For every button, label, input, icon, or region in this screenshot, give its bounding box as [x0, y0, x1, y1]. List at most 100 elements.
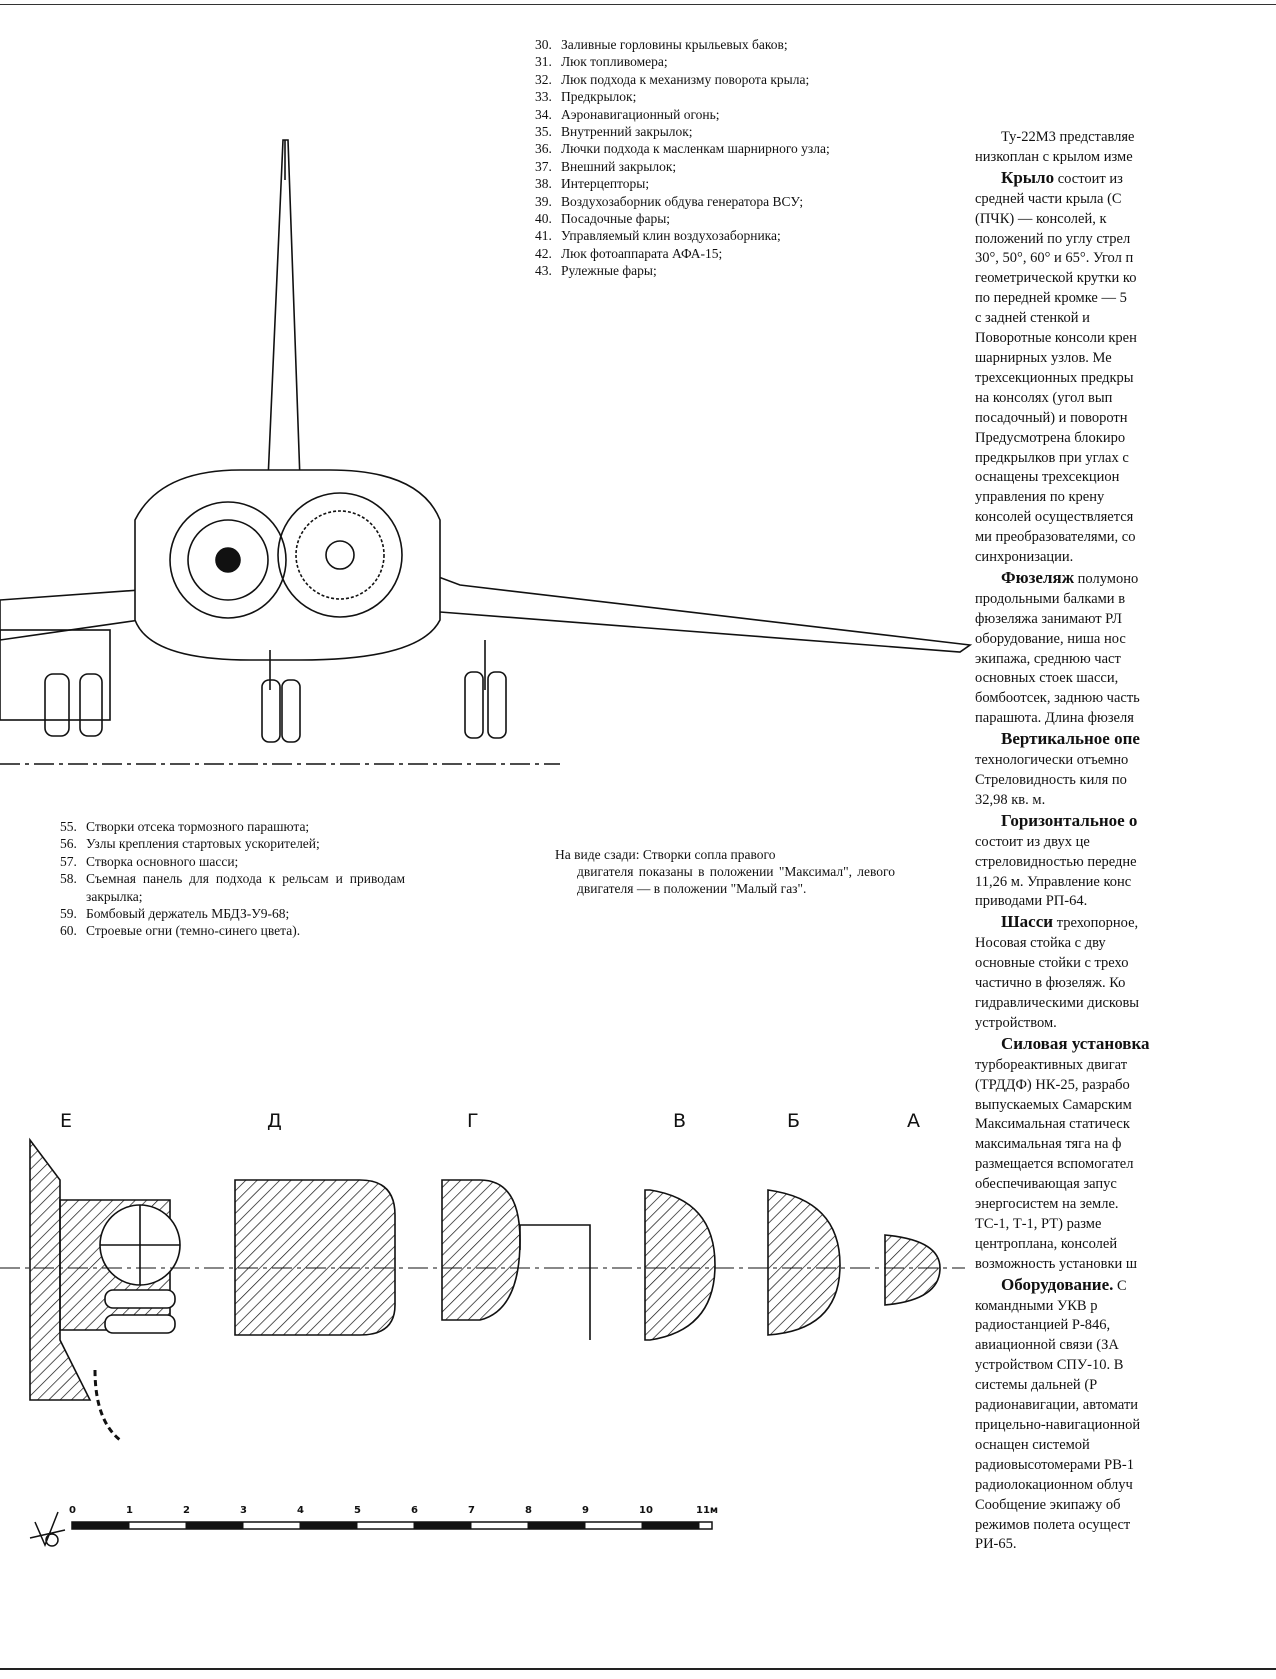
text-line: оснащены трехсекцион [975, 468, 1276, 488]
top-rule [0, 4, 1276, 5]
text-line: Предусмотрена блокиро [975, 429, 1276, 449]
text-line: выпускаемых Самарским [975, 1096, 1276, 1116]
text-line: РИ-65. [975, 1535, 1276, 1555]
item-number: 33. [535, 89, 552, 105]
text-line: положений по углу стрел [975, 230, 1276, 250]
text-line: консолей осуществляется [975, 508, 1276, 528]
line-text: устройством. [975, 1014, 1057, 1031]
text-line: радионавигации, автомати [975, 1396, 1276, 1416]
item-number: 31. [535, 54, 552, 70]
line-text: оснащены трехсекцион [975, 469, 1120, 486]
text-line: технологически отъемно [975, 751, 1276, 771]
line-text: трехопорное, [1053, 915, 1139, 932]
item-text: Посадочные фары; [561, 211, 671, 227]
item-text: Аэронавигационный огонь; [561, 106, 720, 122]
item-text: Интерцепторы; [561, 176, 650, 192]
text-line: Крыло состоит из [975, 168, 1276, 190]
item-number: 38. [535, 176, 552, 192]
line-text: трехсекционных предкры [975, 369, 1134, 386]
line-text: приводами РП-64. [975, 893, 1088, 910]
rear-view [0, 139, 973, 765]
scale-tick-label: 4 [297, 1505, 304, 1516]
text-line: трехсекционных предкры [975, 369, 1276, 389]
scale-tick-label: 11м [696, 1505, 719, 1516]
line-text: (ТРДДФ) НК-25, разрабо [975, 1076, 1130, 1093]
line-text: полумоно [1074, 570, 1139, 587]
text-line: энергосистем на земле. [975, 1195, 1276, 1215]
text-line: максимальная тяга на ф [975, 1135, 1276, 1155]
list-item: 39.Воздухозаборник обдува генератора ВСУ… [535, 193, 873, 210]
line-text: парашюта. Длина фюзеля [975, 710, 1134, 727]
text-line: Носовая стойка с дву [975, 934, 1276, 954]
scale-tick-label: 6 [411, 1505, 418, 1516]
item-number: 30. [535, 37, 552, 52]
line-text: 30°, 50°, 60° и 65°. Угол п [975, 250, 1134, 267]
line-text: системы дальней (Р [975, 1377, 1098, 1394]
line-text: радиолокационном облуч [975, 1476, 1133, 1493]
text-line: устройством. [975, 1014, 1276, 1034]
list-item: 58.Съемная панель для подхода к рельсам … [60, 870, 405, 905]
line-text: геометрической крутки ко [975, 270, 1137, 287]
line-text: радионавигации, автомати [975, 1397, 1139, 1414]
item-text: Съемная панель для подхода к рельсам и п… [86, 871, 405, 904]
line-text: Стреловидность киля по [975, 772, 1127, 788]
text-line: бомбоотсек, заднюю часть [975, 689, 1276, 709]
item-text: Лючки подхода к масленкам шарнирного узл… [561, 141, 830, 157]
text-line: состоит из двух це [975, 833, 1276, 853]
line-text: гидравлическими дисковы [975, 994, 1140, 1011]
list-item: 37.Внешний закрылок; [535, 158, 873, 175]
text-line: продольными балками в [975, 590, 1276, 610]
item-text: Рулежные фары; [561, 263, 657, 279]
section-label: А [907, 1110, 920, 1132]
item-number: 57. [60, 853, 77, 869]
callout-list-bottom: 55.Створки отсека тормозного парашюта;56… [60, 818, 405, 940]
line-text: оборудование, ниша нос [975, 630, 1126, 647]
text-line: основных стоек шасси, [975, 669, 1276, 689]
item-number: 59. [60, 906, 77, 922]
text-line: Поворотные консоли крен [975, 329, 1276, 349]
item-text: Предкрылок; [561, 89, 637, 105]
text-line: Вертикальное опе [975, 729, 1276, 751]
line-text: Сообщение экипажу об [975, 1496, 1121, 1513]
text-line: ТС-1, Т-1, РТ) разме [975, 1215, 1276, 1235]
line-text: радиовысотомерами РВ-1 [975, 1456, 1134, 1473]
item-number: 37. [535, 158, 552, 174]
line-text: Максимальная статическ [975, 1116, 1130, 1133]
line-text: центроплана, консолей [975, 1235, 1118, 1252]
line-text: выпускаемых Самарским [975, 1096, 1132, 1113]
line-text: технологически отъемно [975, 752, 1129, 769]
line-text: управления по крену [975, 489, 1105, 506]
line-text: средней части крыла (С [975, 190, 1122, 207]
line-text: энергосистем на земле. [975, 1196, 1119, 1213]
signature-logo [29, 1511, 66, 1547]
line-text: основные стойки с трехо [975, 955, 1129, 972]
line-text: обеспечивающая запус [975, 1176, 1117, 1193]
section-heading: Крыло [1001, 167, 1055, 187]
item-number: 32. [535, 71, 552, 87]
line-text: Ту-22М3 представляе [1001, 129, 1135, 145]
scale-bar [71, 1521, 713, 1530]
line-text: (ПЧК) — консолей, к [975, 210, 1107, 227]
scale-tick-label: 8 [525, 1505, 532, 1516]
list-item: 57.Створка основного шасси; [60, 853, 405, 870]
list-item: 31. Люк топливомера; [535, 53, 873, 70]
line-text: оснащен системой [975, 1436, 1090, 1453]
item-text: Люк фотоаппарата АФА-15; [561, 245, 723, 261]
section-heading: Вертикальное опе [1001, 729, 1140, 749]
line-text: режимов полета осущест [975, 1516, 1131, 1533]
item-text: Люк топливомера; [561, 54, 668, 70]
line-text: турбореактивных двигат [975, 1056, 1128, 1073]
text-line: с задней стенкой и [975, 309, 1276, 329]
line-text: Предусмотрена блокиро [975, 429, 1126, 446]
line-text: С [1113, 1277, 1127, 1294]
text-line: ми преобразователями, со [975, 528, 1276, 548]
item-number: 36. [535, 141, 552, 157]
text-line: Максимальная статическ [975, 1115, 1276, 1135]
scale-tick-label: 0 [69, 1505, 76, 1516]
line-text: шарнирных узлов. Ме [975, 349, 1112, 366]
item-text: Створки отсека тормозного парашюта; [86, 819, 310, 834]
line-text: 32,98 кв. м. [975, 791, 1046, 808]
list-item: 60.Строевые огни (темно-синего цвета). [60, 922, 405, 939]
line-text: с задней стенкой и [975, 310, 1090, 327]
